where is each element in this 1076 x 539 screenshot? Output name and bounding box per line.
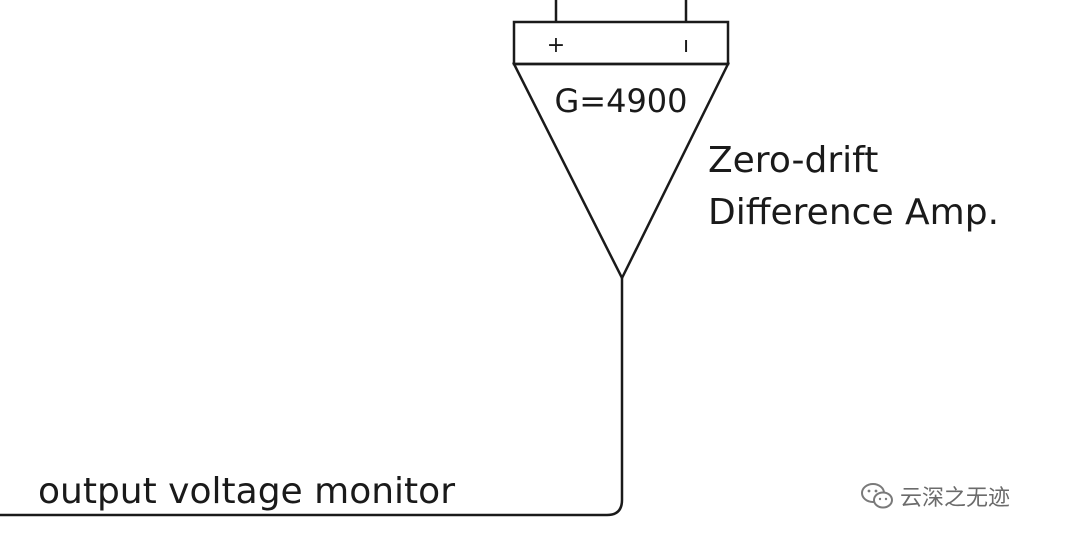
amp-name-line2: Difference Amp. bbox=[708, 192, 999, 233]
output-wire bbox=[0, 278, 624, 517]
minus-pin-label: ı bbox=[683, 33, 689, 58]
watermark: 云深之无迹 bbox=[860, 480, 1010, 512]
watermark-text: 云深之无迹 bbox=[900, 486, 1011, 511]
plus-pin-label: + bbox=[547, 33, 565, 58]
wechat-icon bbox=[861, 483, 893, 509]
gain-label: G=4900 bbox=[554, 82, 687, 120]
output-label: output voltage monitor bbox=[38, 471, 455, 512]
amp-name-line1: Zero-drift bbox=[708, 140, 878, 181]
amplifier-triangle bbox=[511, 62, 731, 281]
